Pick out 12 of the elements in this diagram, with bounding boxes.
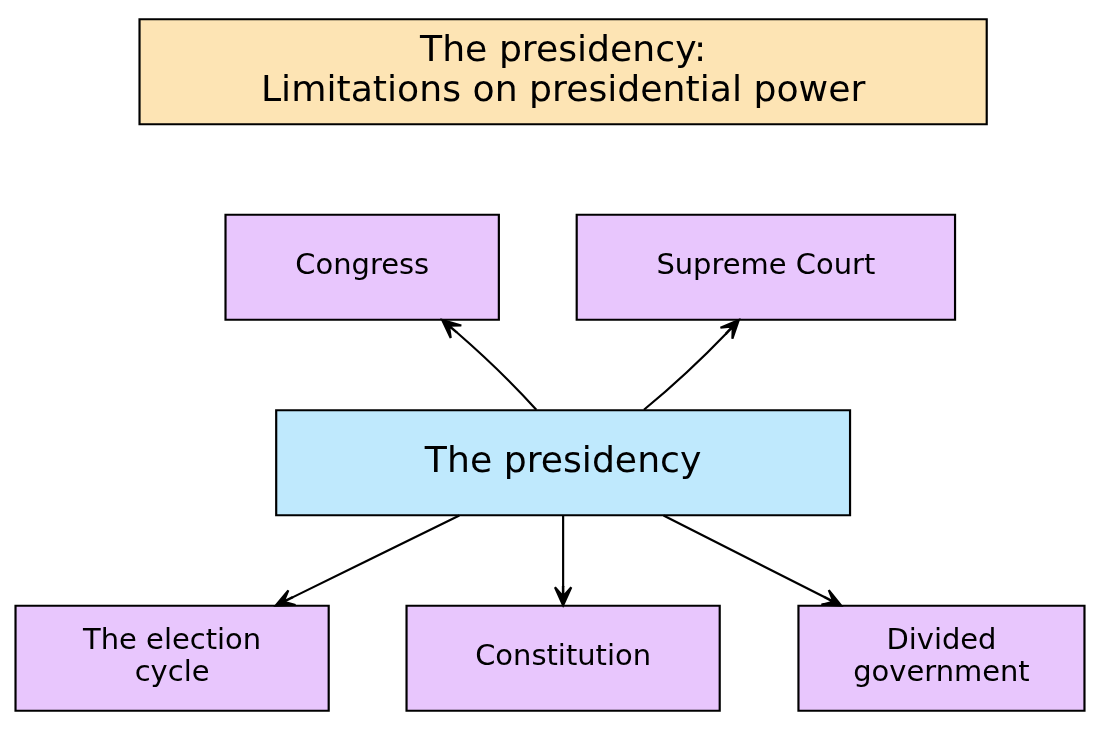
- node-box: Divided government: [797, 604, 1086, 712]
- node-box: The presidency: Limitations on presidential power: [138, 18, 988, 126]
- arrow: [441, 318, 538, 411]
- node-box: Supreme Court: [575, 213, 957, 321]
- arrow: [663, 514, 843, 607]
- arrow: [274, 514, 460, 607]
- node-box: Constitution: [405, 604, 721, 712]
- arrow: [643, 318, 740, 411]
- arrow: [553, 515, 573, 607]
- node-box: Congress: [224, 213, 500, 321]
- node-box: The election cycle: [14, 604, 330, 712]
- node-box: The presidency: [275, 409, 852, 517]
